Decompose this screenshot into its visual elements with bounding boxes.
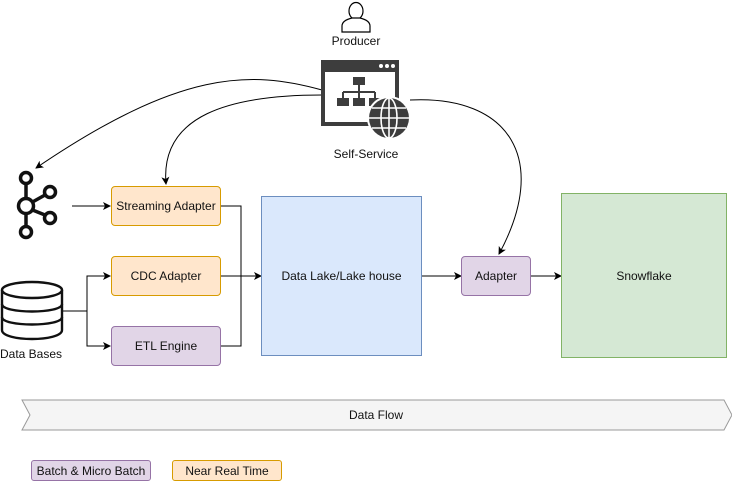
snowflake-node[interactable]: Snowflake (561, 193, 727, 358)
edge-etl-to-lake (221, 276, 242, 347)
self-service-label: Self-Service (333, 147, 399, 161)
producer-label: Producer (331, 34, 381, 48)
databases-label: Data Bases (0, 347, 63, 361)
edge-db-to-cdc (62, 272, 111, 312)
data-flow-band (21, 399, 732, 431)
edge-selfservice-to-kafka (35, 79, 323, 169)
streaming-adapter-node[interactable]: Streaming Adapter (111, 186, 221, 226)
cdc-adapter-node[interactable]: CDC Adapter (111, 256, 221, 296)
kafka-icon (16, 170, 58, 240)
edge-streaming-to-lake (221, 205, 242, 276)
edge-db-to-etl (86, 311, 111, 350)
legend-near-real-time: Near Real Time (172, 460, 282, 481)
edge-selfservice-to-adapter (409, 99, 522, 255)
edge-selfservice-to-streaming (161, 94, 323, 185)
adapter-node[interactable]: Adapter (461, 256, 531, 296)
user-icon (341, 1, 371, 33)
web-sitemap-globe-icon (321, 60, 411, 140)
database-icon (0, 280, 64, 341)
legend-batch: Batch & Micro Batch (31, 460, 151, 481)
data-lake-node[interactable]: Data Lake/Lake house (261, 196, 422, 356)
etl-engine-node[interactable]: ETL Engine (111, 326, 221, 366)
